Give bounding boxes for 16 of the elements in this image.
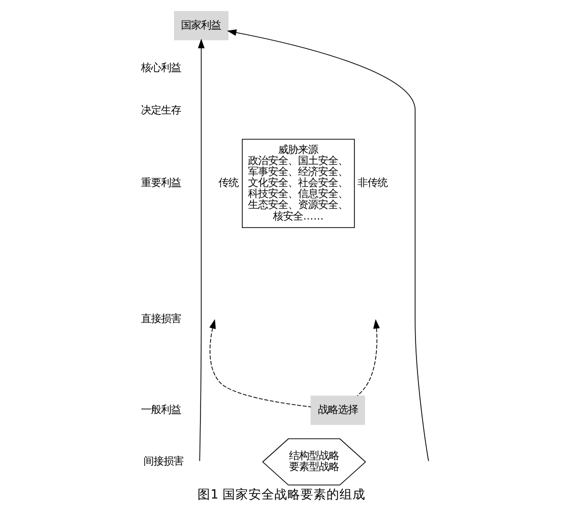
label: 直接损害	[140, 313, 180, 326]
node-box: 威胁来源 政治安全、国土安全、军事安全、经济安全、文化安全、社会安全、科技安全、信息安全、生态安全、资源安全、核安全……	[241, 138, 354, 228]
label: 一般利益	[140, 404, 180, 416]
label: 决定生存	[140, 104, 180, 117]
arrow	[197, 38, 204, 462]
node-label: 传统	[218, 177, 238, 190]
node-box: 国家利益	[174, 10, 228, 40]
caption: 图1 国家安全战略要素的组成	[196, 486, 366, 502]
node-label: 非传统	[357, 177, 388, 190]
label: 间接损害	[142, 456, 183, 468]
arrow	[226, 29, 428, 462]
node-box: 战略选择	[310, 396, 365, 425]
arrow	[208, 319, 311, 408]
label: 重要利益	[140, 177, 180, 190]
label: 核心利益	[140, 62, 180, 74]
arrow	[356, 319, 380, 396]
